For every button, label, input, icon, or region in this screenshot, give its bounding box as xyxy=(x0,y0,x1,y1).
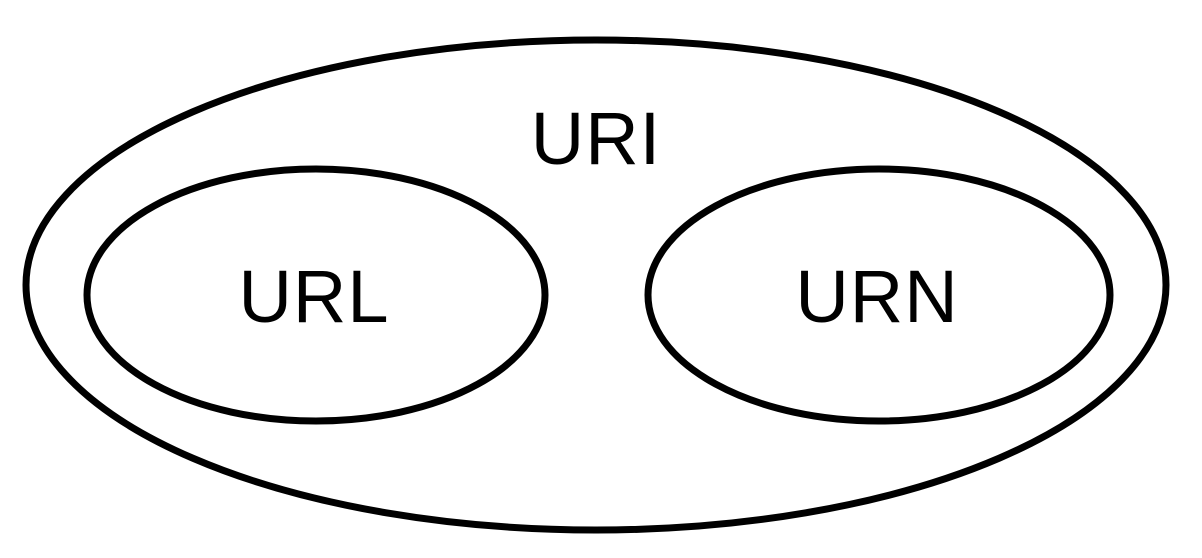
urn-inner-ellipse xyxy=(644,165,1114,425)
urn-label: URN xyxy=(795,255,958,338)
url-label: URL xyxy=(238,255,389,338)
url-inner-ellipse xyxy=(83,165,549,425)
uri-outer-ellipse xyxy=(22,36,1170,534)
uri-label: URI xyxy=(531,97,661,180)
